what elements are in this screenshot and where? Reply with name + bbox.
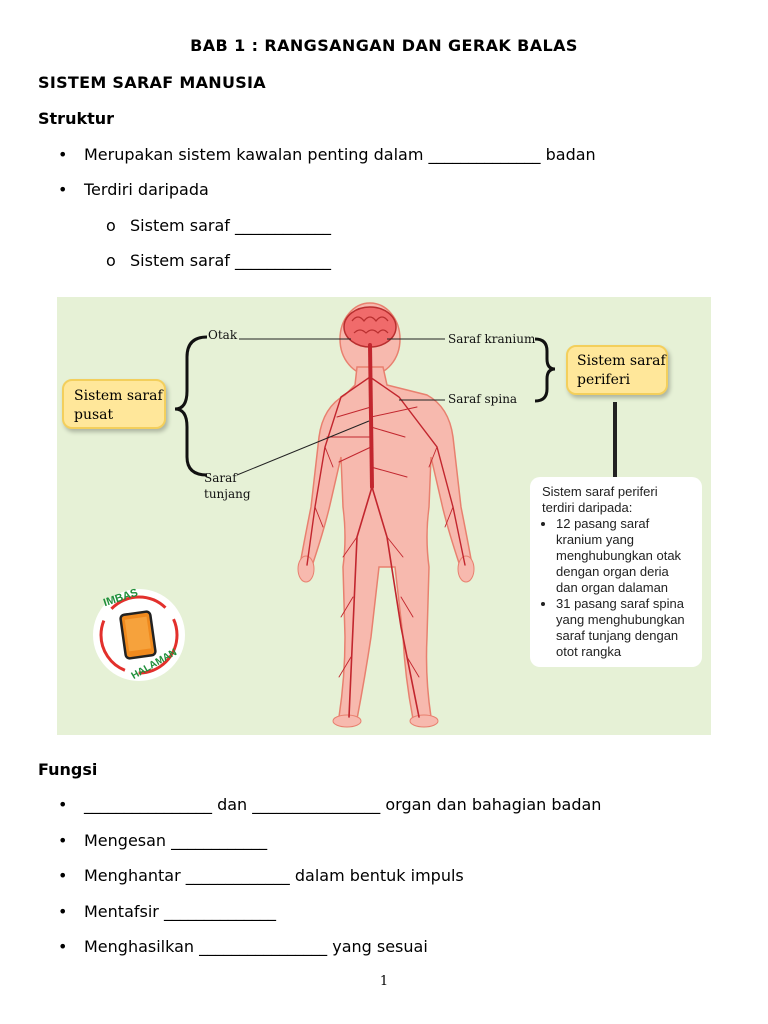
fungsi-bullet: • Mengesan ____________ [58, 831, 267, 850]
fungsi-bullet-text: Menghasilkan ________________ yang sesua… [84, 937, 428, 956]
info-line: kranium yang [556, 532, 635, 547]
human-body-illustration [93, 302, 617, 728]
info-line: saraf tunjang dengan [556, 628, 679, 643]
fungsi-bullet-text: Mengesan ____________ [84, 831, 268, 850]
nerve-network [306, 343, 466, 718]
document-title: BAB 1 : RANGSANGAN DAN GERAK BALAS [190, 36, 578, 55]
brace-right-icon [534, 337, 556, 403]
info-line: yang menghubungkan [556, 612, 685, 627]
brace-left-icon [174, 335, 208, 477]
label-saraf-tunjang-line: Saraf [204, 471, 237, 485]
label-saraf-spina: Saraf spina [448, 392, 518, 406]
info-line: dengan organ deria [556, 564, 669, 579]
bullet-icon: • [58, 902, 68, 921]
page-number: 1 [379, 974, 389, 989]
info-line: menghubungkan otak [556, 548, 682, 563]
leader-lines [236, 338, 617, 477]
fungsi-bullet: • Menghantar _____________ dalam bentuk i… [58, 866, 464, 885]
box-periferi-line: Sistem saraf [577, 353, 666, 369]
info-list-item: 31 pasang saraf spina yang menghubungkan… [556, 596, 702, 660]
box-pusat-line: Sistem saraf [74, 388, 163, 404]
info-line: dan organ dalaman [556, 580, 669, 595]
info-line: otot rangka [556, 644, 622, 659]
info-box-periferi: Sistem saraf periferi terdiri daripada: … [530, 477, 702, 667]
box-pusat-line: pusat [74, 407, 114, 423]
bullet-icon: • [58, 831, 68, 850]
nervous-system-figure: Otak Saraf kranium Saraf spina Saraf tun… [57, 297, 711, 735]
fungsi-bullet-text: Menghantar _____________ dalam bentuk im… [84, 866, 464, 885]
body-silhouette [300, 302, 472, 720]
box-sistem-saraf-pusat: Sistem saraf pusat [62, 379, 166, 429]
struktur-sub-item: o Sistem saraf ____________ [106, 216, 331, 235]
box-sistem-saraf-periferi: Sistem saraf periferi [566, 345, 668, 395]
struktur-bullet-text: Merupakan sistem kawalan penting dalam _… [84, 145, 596, 164]
fungsi-bullet: • Menghasilkan ________________ yang sesu… [58, 937, 428, 956]
info-line: 31 pasang saraf spina [556, 596, 684, 611]
info-list-item: 12 pasang saraf kranium yang menghubungk… [556, 516, 702, 596]
fungsi-bullet: • Mentafsir ______________ [58, 902, 276, 921]
scan-page-badge-icon [93, 589, 185, 681]
label-otak: Otak [208, 328, 238, 342]
struktur-heading: Struktur [38, 109, 115, 128]
bullet-icon: • [58, 866, 68, 885]
bullet-icon: • [58, 180, 68, 199]
struktur-bullet: • Terdiri daripada [58, 180, 209, 199]
label-saraf-kranium: Saraf kranium [448, 332, 536, 346]
fungsi-heading: Fungsi [38, 760, 98, 779]
box-periferi-line: periferi [577, 372, 631, 388]
label-saraf-tunjang: Saraf tunjang [204, 470, 251, 502]
bullet-icon: • [58, 795, 68, 814]
section-title: SISTEM SARAF MANUSIA [38, 73, 266, 92]
fungsi-bullet: • ________________ dan ________________ o… [58, 795, 601, 814]
info-intro-line: Sistem saraf periferi [542, 484, 658, 499]
info-line: 12 pasang saraf [556, 516, 650, 531]
struktur-bullet-text: Terdiri daripada [84, 180, 209, 199]
brain-icon [343, 306, 397, 348]
circle-bullet-icon: o [106, 216, 116, 235]
fungsi-bullet-text: Mentafsir ______________ [84, 902, 276, 921]
struktur-sub-text: Sistem saraf ____________ [130, 251, 331, 270]
label-saraf-tunjang-line: tunjang [204, 487, 251, 501]
struktur-sub-item: o Sistem saraf ____________ [106, 251, 331, 270]
circle-bullet-icon: o [106, 251, 116, 270]
info-list: 12 pasang saraf kranium yang menghubungk… [542, 516, 702, 660]
bullet-icon: • [58, 145, 68, 164]
fungsi-bullet-text: ________________ dan ________________ or… [84, 795, 602, 814]
bullet-icon: • [58, 937, 68, 956]
struktur-bullet: • Merupakan sistem kawalan penting dalam … [58, 145, 596, 164]
info-intro-line: terdiri daripada: [542, 500, 633, 515]
struktur-sub-text: Sistem saraf ____________ [130, 216, 331, 235]
